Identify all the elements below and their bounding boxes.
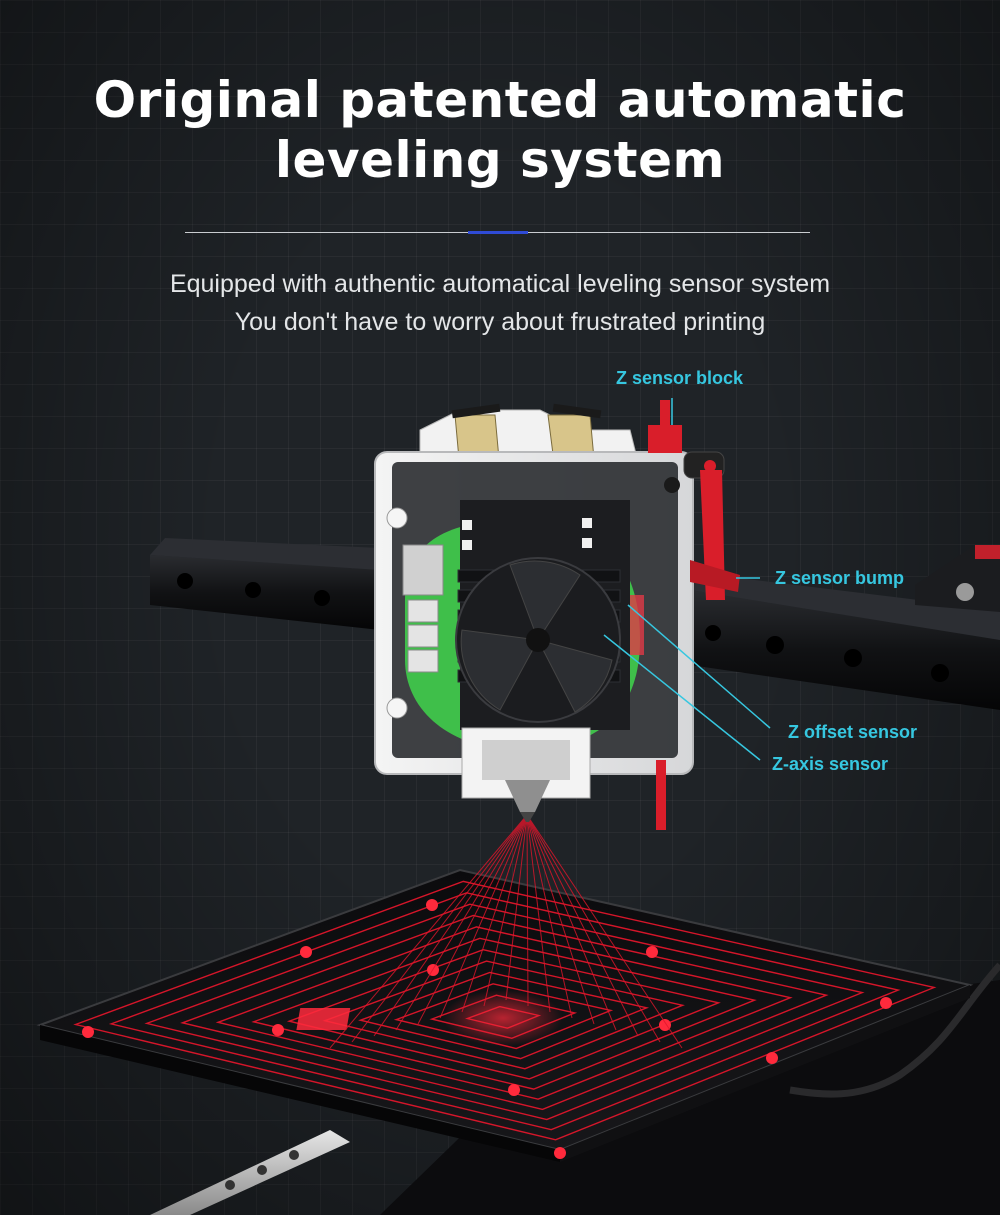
callout-z-axis-sensor: Z-axis sensor [772,754,889,774]
title-line-2: leveling system [274,131,726,189]
laser-ray [526,814,573,1019]
subtitle: Equipped with authentic automatical leve… [0,265,1000,341]
probe-point [300,946,312,958]
probe-point [766,1052,778,1064]
bed-ring [144,903,865,1121]
laser-ray [526,814,639,1037]
probe-point [426,899,438,911]
laser-ray [526,814,617,1031]
page-title: Original patented automatic leveling sys… [0,70,1000,190]
callout-lines [603,398,771,761]
title-line-1: Original patented automatic [93,71,907,129]
laser-ray [526,814,595,1025]
laser-ray [526,814,661,1043]
callout-z-sensor-block: Z sensor block [616,368,744,388]
laser-ray [461,814,528,1013]
probe-point [82,1026,94,1038]
laser-ray [505,814,528,1001]
probe-point [508,1084,520,1096]
laser-ray [526,814,551,1013]
laser-ray [483,814,528,1007]
print-head [374,400,740,830]
divider-accent [468,231,528,234]
laser-ray [526,814,683,1049]
laser-ray [351,814,528,1043]
laser-ray [395,814,528,1031]
probe-point [880,997,892,1009]
callout-z-offset-sensor: Z offset sensor [788,722,918,742]
probe-point [646,946,658,958]
heated-bed [36,868,974,1162]
bed-ring [73,880,937,1141]
laser-ray [526,814,529,1007]
linear-rail [150,1130,350,1215]
bed-ring [251,937,757,1090]
probe-point [272,1024,284,1036]
probe-point [659,1019,671,1031]
laser-cone [329,814,683,1049]
subtitle-line-1: Equipped with authentic automatical leve… [169,270,831,298]
callout-z-sensor-bump: Z sensor bump [775,568,905,588]
probe-point [554,1147,566,1159]
bed-ring [358,971,650,1060]
bed-ring [322,960,685,1070]
z-sensor-block [648,425,682,453]
laser-ray [329,814,528,1049]
subtitle-line-2: You don't have to worry about frustrated… [234,308,766,336]
bed-ring [180,914,829,1111]
laser-ray [417,814,528,1025]
bed-ring [108,892,901,1131]
laser-ray [439,814,528,1019]
bed-ring [215,926,793,1100]
x-axis-beam [150,538,1000,710]
bed-cable [789,962,1000,1098]
laser-ray [373,814,528,1037]
bed-ring [286,948,721,1080]
